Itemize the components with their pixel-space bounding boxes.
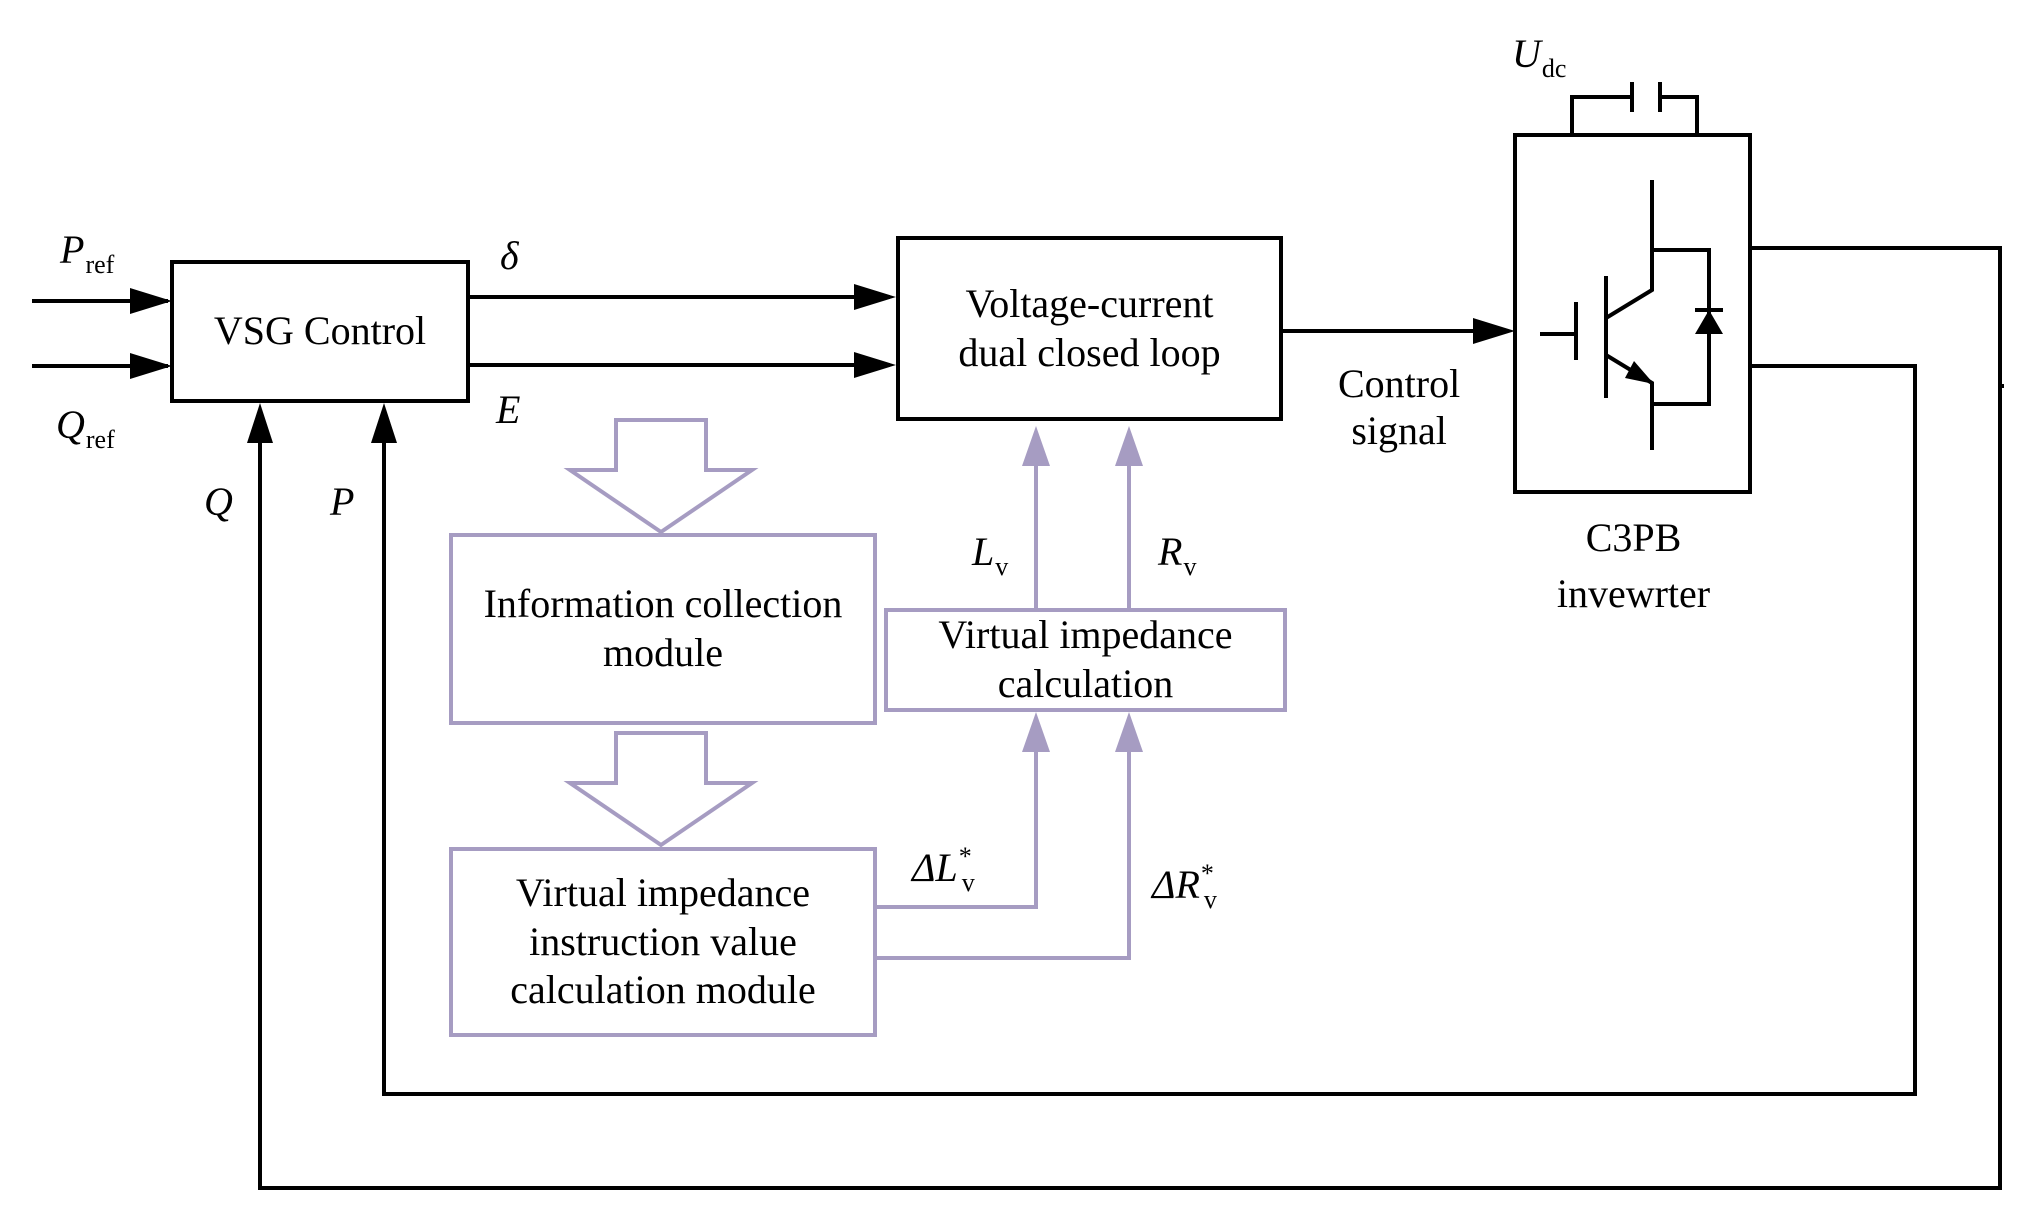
inverter-block (1513, 82, 1752, 494)
dual-closed-loop-block: Voltage-current dual closed loop (896, 236, 1283, 421)
inverter-label: C3PB invewrter (1556, 515, 1711, 616)
instruction-value-block: Virtual impedance instruction value calc… (449, 847, 877, 1037)
dual-loop-line-2: dual closed loop (958, 329, 1221, 375)
q-feedback-label: Q (204, 479, 233, 524)
control-signal-label: Control signal (1338, 361, 1461, 454)
pref-label: Pref (60, 227, 115, 279)
purple-connectors (876, 456, 1131, 960)
vic-line-1: Virtual impedance (938, 612, 1233, 658)
igbt-filled-shapes (1625, 310, 1723, 384)
vsg-control-label: VSG Control (213, 308, 427, 354)
dual-loop-line-1: Voltage-current (965, 280, 1214, 326)
feedback-lines (258, 246, 2004, 1190)
udc-label: Udc (1512, 31, 1567, 83)
info-line-1: Information collection (483, 581, 843, 627)
information-collection-block: Information collection module (449, 533, 877, 725)
vsg-control-block: VSG Control (170, 260, 470, 403)
info-line-2: module (603, 630, 723, 675)
qref-label: Qref (56, 402, 115, 454)
hollow-arrows (563, 418, 759, 848)
e-label: E (496, 387, 521, 432)
instr-line-1: Virtual impedance (515, 869, 811, 915)
delta-label: δ (500, 233, 519, 278)
arrowheads (130, 284, 1515, 443)
vic-line-2: calculation (997, 661, 1174, 706)
p-feedback-label: P (330, 479, 355, 524)
lv-label: Lv (972, 529, 1009, 581)
virtual-impedance-calc-block: Virtual impedance calculation (884, 608, 1287, 712)
purple-arrowheads (1022, 426, 1143, 752)
delta-lv-label: ΔL*v (912, 842, 975, 897)
rv-label: Rv (1158, 529, 1197, 581)
instr-line-2: instruction value (529, 918, 797, 964)
delta-rv-label: ΔR*v (1152, 859, 1217, 914)
instr-line-3: calculation module (510, 967, 816, 1013)
